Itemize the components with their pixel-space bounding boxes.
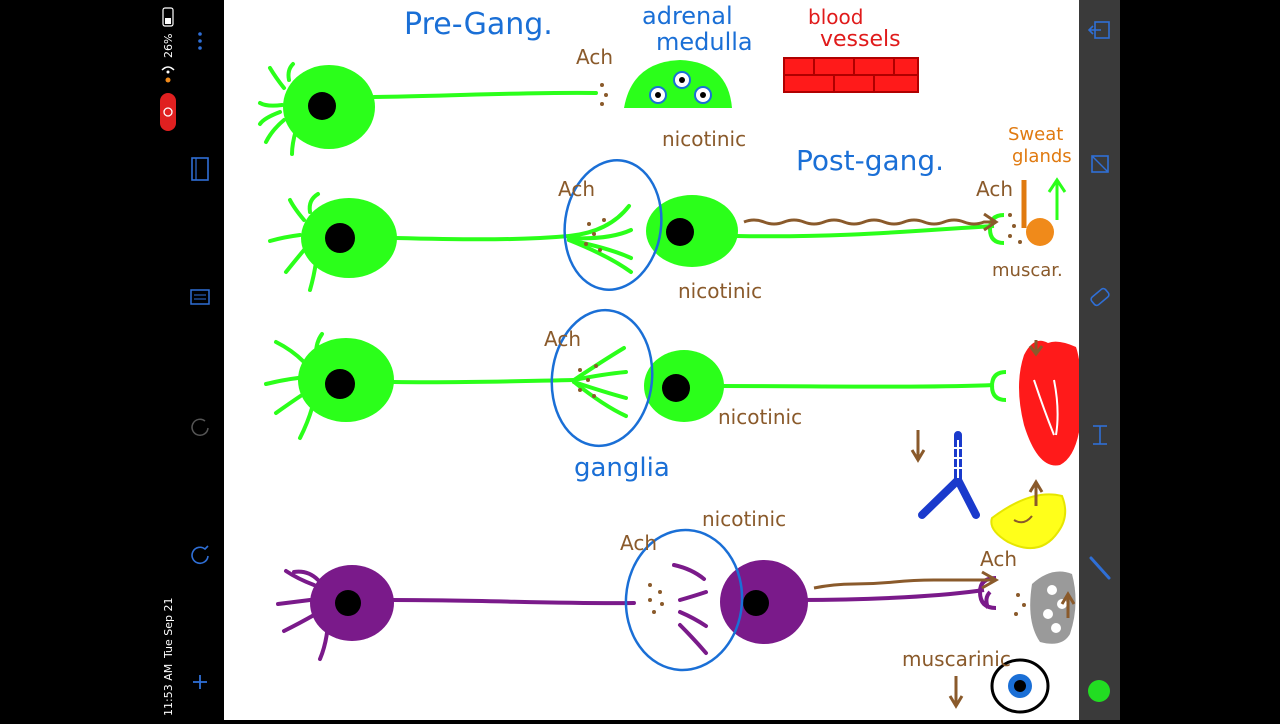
label-vessels: vessels <box>820 27 901 52</box>
preganglionic-neuron-row-4 <box>276 563 708 661</box>
autonomic-diagram: Pre-Gang. adrenal medulla blood vessels … <box>258 2 1082 714</box>
postganglionic-neuron-row-2 <box>646 195 1005 267</box>
refresh-icon[interactable] <box>191 545 209 565</box>
ganglion-circle-row-3 <box>550 308 654 448</box>
label-nicotinic-3: nicotinic <box>718 405 802 429</box>
heart-icon <box>1019 340 1082 466</box>
label-medulla: medulla <box>656 28 753 56</box>
add-icon[interactable] <box>193 675 207 689</box>
label-sweat: Sweat <box>1008 124 1063 145</box>
exit-icon[interactable] <box>1087 21 1110 39</box>
note-icon[interactable] <box>190 289 210 305</box>
postganglionic-neuron-row-3 <box>644 350 1007 422</box>
ach-dots-row-3 <box>578 364 598 398</box>
right-toolbar <box>1079 0 1120 720</box>
left-toolbar <box>188 0 224 720</box>
eraser-icon[interactable] <box>1090 287 1110 307</box>
preganglionic-neuron-row-2 <box>268 192 633 292</box>
label-ganglia: ganglia <box>574 453 670 483</box>
status-icons <box>160 7 176 131</box>
gi-tract-icon <box>990 479 1067 550</box>
color-dot-icon[interactable] <box>1088 680 1110 702</box>
status-dot-icon <box>165 77 171 83</box>
label-ach-6: Ach <box>980 547 1017 571</box>
brown-impulse-row-2 <box>743 212 999 232</box>
wifi-icon <box>161 66 175 74</box>
postganglionic-neuron-row-4 <box>720 560 997 644</box>
label-ach-2: Ach <box>558 177 595 201</box>
label-ach-1: Ach <box>576 45 613 69</box>
label-nicotinic-4: nicotinic <box>702 507 786 531</box>
label-nicotinic-1: nicotinic <box>662 127 746 151</box>
label-nicotinic-2: nicotinic <box>678 279 762 303</box>
bronchi-icon <box>910 430 980 519</box>
status-time: 11:53 AM <box>162 663 175 716</box>
sweat-gland-icon <box>1021 177 1067 246</box>
battery-percent: 26% <box>162 33 175 58</box>
status-bar: 26% 11:53 AM Tue Sep 21 <box>150 0 188 720</box>
label-ach-4: Ach <box>544 327 581 351</box>
label-post-gang: Post-gang. <box>796 144 944 177</box>
redo-icon[interactable] <box>191 418 209 437</box>
ach-dots-sweat <box>1008 213 1022 244</box>
pen-icon[interactable] <box>1089 556 1111 580</box>
more-icon[interactable] <box>198 32 202 50</box>
label-blood: blood <box>808 5 863 29</box>
label-ach-5: Ach <box>620 531 657 555</box>
brown-impulse-row-4 <box>813 570 1000 590</box>
label-muscarinic: muscarinic <box>902 647 1011 671</box>
ganglion-circle-row-2 <box>563 159 663 291</box>
ach-dots-row-1 <box>600 83 608 106</box>
preganglionic-neuron-row-3 <box>264 332 628 440</box>
label-pre-gang: Pre-Gang. <box>404 7 553 42</box>
blood-vessel-icon <box>783 57 919 93</box>
record-icon[interactable] <box>160 93 176 131</box>
ach-dots-row-4 <box>648 583 1026 616</box>
status-date: Tue Sep 21 <box>162 597 175 658</box>
label-ach-3: Ach <box>976 177 1013 201</box>
label-muscarinic-short: muscar. <box>992 260 1063 281</box>
battery-icon <box>162 7 174 27</box>
label-glands: glands <box>1012 146 1072 167</box>
crop-icon[interactable] <box>1091 155 1109 173</box>
ganglion-circle-row-4 <box>624 528 744 672</box>
drawing-canvas[interactable]: Pre-Gang. adrenal medulla blood vessels … <box>224 0 1082 720</box>
adrenal-medulla-icon <box>624 60 732 108</box>
ach-dots-row-2 <box>584 218 606 252</box>
stomach-icon <box>1030 571 1076 644</box>
eye-icon <box>948 658 1050 714</box>
text-cursor-icon[interactable] <box>1093 425 1107 445</box>
preganglionic-neuron-row-1 <box>258 62 598 156</box>
label-adrenal: adrenal <box>642 2 733 30</box>
page-icon[interactable] <box>191 157 209 181</box>
